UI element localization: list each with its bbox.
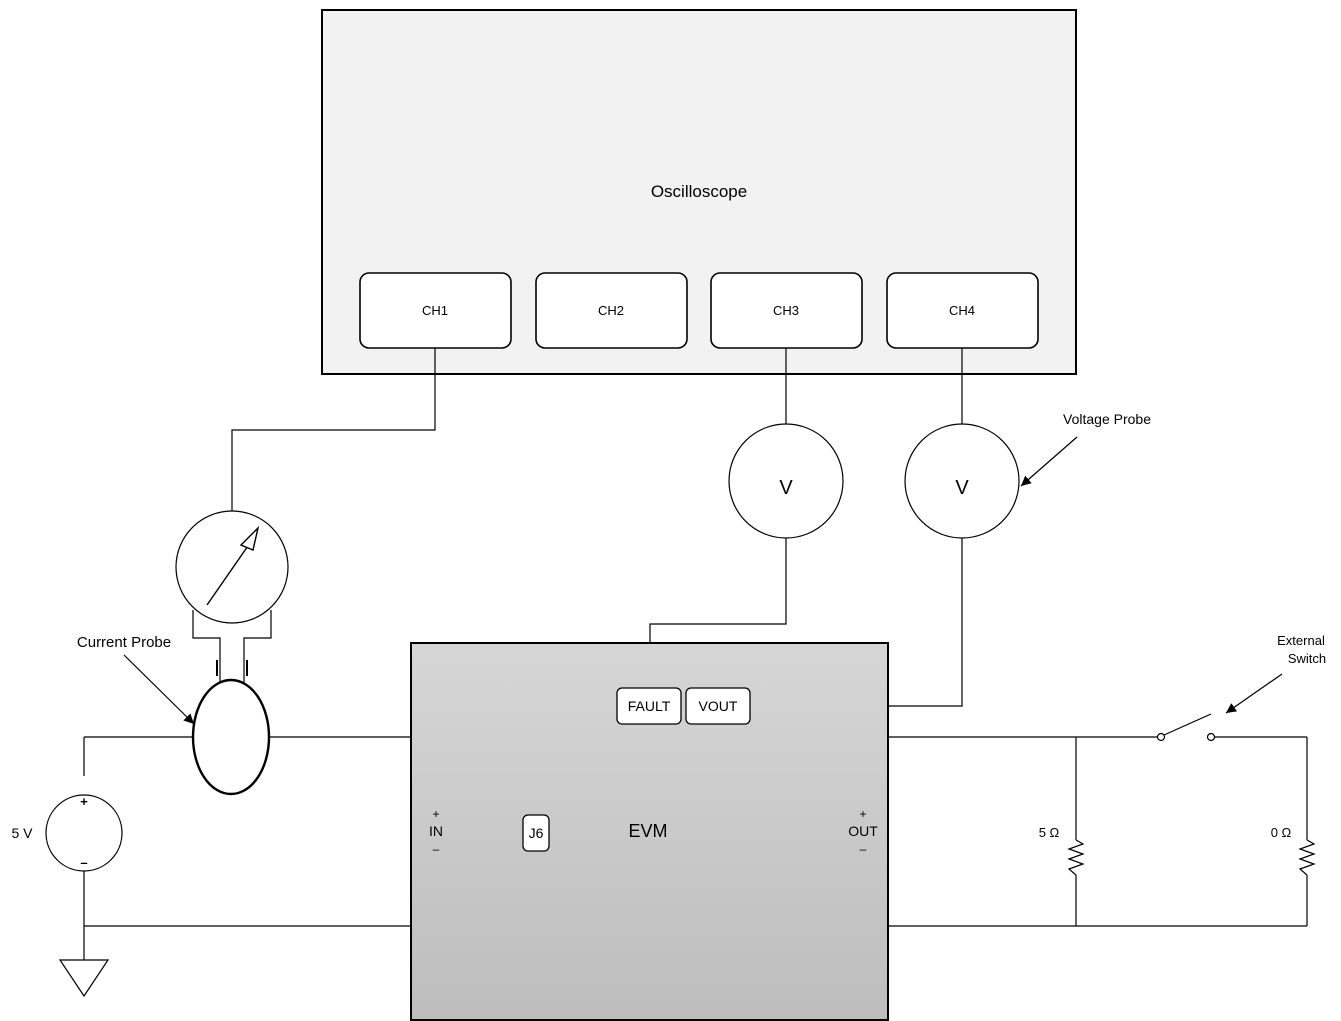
jumper-j6: J6	[522, 814, 550, 852]
channel-ch3: CH3	[710, 272, 863, 349]
external-switch: External Switch	[1156, 633, 1326, 742]
source-label: 5 V	[11, 825, 33, 841]
ground-icon	[58, 959, 110, 998]
current-probe-arrow	[123, 654, 195, 725]
resistor-icon	[1298, 839, 1316, 876]
channel-ch2: CH2	[535, 272, 688, 349]
voltage-probe-ch4: V	[904, 423, 1020, 539]
meter-needle-head	[239, 525, 260, 551]
in-plus: +	[432, 807, 439, 821]
in-minus: –	[433, 842, 440, 856]
dc-source-icon	[45, 794, 123, 872]
source-minus: –	[80, 855, 87, 870]
voltmeter-icon	[904, 423, 1020, 539]
switch-contact-left	[1156, 732, 1166, 742]
in-label: IN	[429, 823, 443, 839]
voltmeter-symbol: V	[779, 477, 793, 499]
fault-label: FAULT	[628, 698, 671, 714]
output-wiring	[888, 736, 1308, 927]
out-plus: +	[859, 807, 866, 821]
jumper-label: J6	[529, 825, 544, 841]
current-probe-callout: Current Probe	[77, 634, 195, 725]
evm-label: EVM	[628, 821, 667, 841]
channel-ch4-label: CH4	[949, 303, 975, 318]
resistor-5-ohm: 5 Ω	[1039, 825, 1085, 876]
switch-label-line1: External	[1277, 633, 1325, 648]
oscilloscope-label: Oscilloscope	[651, 182, 747, 201]
ground-symbol	[58, 959, 110, 998]
evm-output-terminal: + OUT –	[848, 807, 878, 856]
channel-ch4: CH4	[886, 272, 1039, 349]
switch-lever	[1163, 713, 1212, 736]
voltage-probe-ch3: V	[728, 423, 844, 539]
vout-terminal: VOUT	[685, 687, 751, 725]
resistor-icon	[1067, 839, 1085, 876]
current-probe	[175, 510, 289, 796]
switch-contact-right	[1206, 732, 1216, 742]
voltage-source: + – 5 V	[11, 794, 123, 872]
channel-ch3-label: CH3	[773, 303, 799, 318]
voltage-probe-arrow	[1020, 436, 1078, 487]
switch-label-line2: Switch	[1288, 651, 1326, 666]
switch-arrow	[1225, 673, 1283, 714]
fault-terminal: FAULT	[616, 687, 682, 725]
evm-board: EVM FAULT VOUT J6 + IN – + OUT –	[410, 642, 889, 1021]
channel-ch2-label: CH2	[598, 303, 624, 318]
vout-label: VOUT	[699, 698, 738, 714]
voltmeter-icon	[728, 423, 844, 539]
resistor-0-ohm-label: 0 Ω	[1271, 825, 1292, 840]
meter-needle	[206, 542, 251, 606]
evm-input-terminal: + IN –	[429, 807, 443, 856]
ammeter-icon	[175, 510, 289, 624]
resistor-0-ohm: 0 Ω	[1271, 825, 1316, 876]
voltage-probe-callout: Voltage Probe	[1020, 411, 1151, 487]
out-label: OUT	[848, 823, 878, 839]
input-wiring	[83, 736, 411, 960]
voltmeter-symbol: V	[955, 477, 969, 499]
ch1-wire	[231, 348, 436, 511]
channel-ch1: CH1	[359, 272, 512, 349]
current-clamp	[191, 678, 271, 796]
oscilloscope: Oscilloscope CH1 CH2 CH3 CH4	[321, 9, 1077, 375]
resistor-5-ohm-label: 5 Ω	[1039, 825, 1060, 840]
source-plus: +	[80, 794, 88, 809]
out-minus: –	[860, 842, 867, 856]
current-probe-label: Current Probe	[77, 634, 171, 651]
voltage-probe-label: Voltage Probe	[1063, 411, 1151, 427]
channel-ch1-label: CH1	[422, 303, 448, 318]
